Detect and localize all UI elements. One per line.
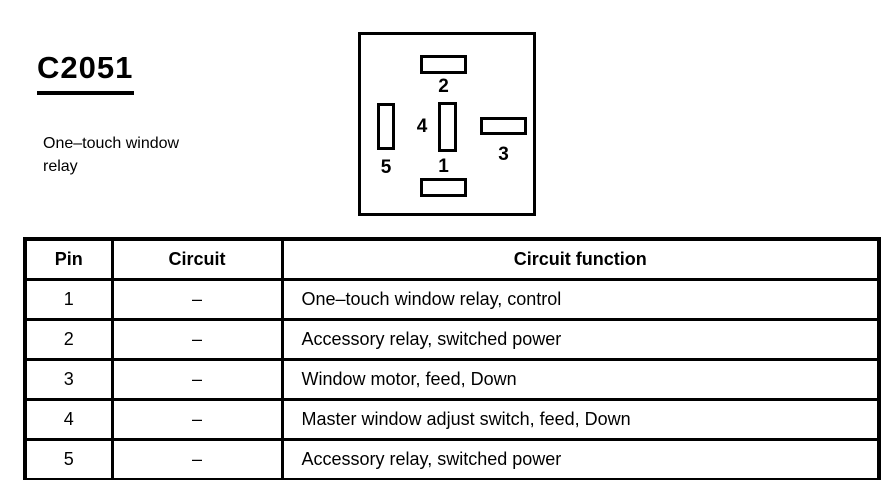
pin-cavity-1 <box>420 178 467 197</box>
pin-function-table: Pin Circuit Circuit function 1 – One–tou… <box>23 237 881 480</box>
pin-cell: 5 <box>23 438 114 480</box>
pin-label-4: 4 <box>416 116 428 137</box>
pin-cavity-2 <box>420 55 467 74</box>
pin-label-2: 2 <box>438 76 449 97</box>
pin-cell: 1 <box>23 278 114 321</box>
table-header-row: Pin Circuit Circuit function <box>23 237 881 281</box>
connector-description: One–touch window relay <box>43 135 180 175</box>
function-cell: Accessory relay, switched power <box>280 318 881 361</box>
table-row: 5 – Accessory relay, switched power <box>23 438 881 480</box>
table-row: 2 – Accessory relay, switched power <box>23 318 881 361</box>
circuit-cell: – <box>110 438 284 480</box>
table-row: 4 – Master window adjust switch, feed, D… <box>23 398 881 441</box>
table-row: 3 – Window motor, feed, Down <box>23 358 881 401</box>
pin-label-1: 1 <box>438 156 449 177</box>
pin-cavity-4 <box>438 102 457 152</box>
header-circuit-function: Circuit function <box>280 237 881 281</box>
table-row: 1 – One–touch window relay, control <box>23 278 881 321</box>
function-cell: Master window adjust switch, feed, Down <box>280 398 881 441</box>
title-underline <box>37 91 134 95</box>
header-pin: Pin <box>23 237 114 281</box>
function-cell: Accessory relay, switched power <box>280 438 881 480</box>
pin-cell: 4 <box>23 398 114 441</box>
connector-pinout-diagram: 2 5 4 3 1 <box>358 32 536 216</box>
connector-id-title: C2051 <box>37 50 134 85</box>
pin-cavity-3 <box>480 117 527 135</box>
pin-cell: 2 <box>23 318 114 361</box>
circuit-cell: – <box>110 318 284 361</box>
function-cell: Window motor, feed, Down <box>280 358 881 401</box>
circuit-cell: – <box>110 358 284 401</box>
pin-cell: 3 <box>23 358 114 401</box>
circuit-cell: – <box>110 278 284 321</box>
function-cell: One–touch window relay, control <box>280 278 881 321</box>
header-circuit: Circuit <box>110 237 284 281</box>
pin-label-5: 5 <box>380 157 392 178</box>
circuit-cell: – <box>110 398 284 441</box>
pin-label-3: 3 <box>498 144 509 165</box>
pin-cavity-5 <box>377 103 395 150</box>
